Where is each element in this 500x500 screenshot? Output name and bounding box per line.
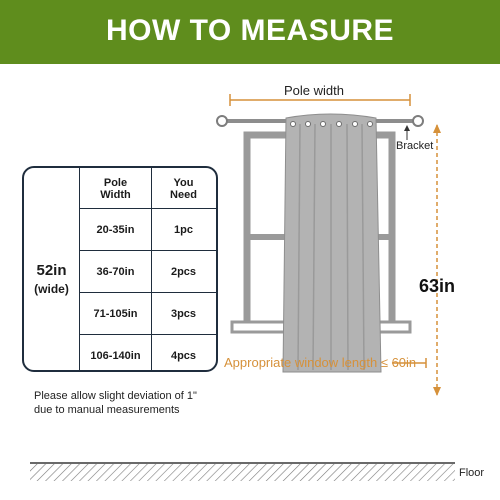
pole-width-cell: 106-140in xyxy=(90,350,141,362)
row-divider xyxy=(80,250,216,251)
quantity-cell: 3pcs xyxy=(170,308,197,320)
pole-width-column xyxy=(80,168,152,370)
curtain-height-label: 63in xyxy=(419,276,456,296)
quantity-cell: 1pc xyxy=(174,224,193,236)
measurement-note: Please allow slight deviation of 1" due … xyxy=(34,389,197,417)
curtain-width-value: 52in xyxy=(36,262,67,279)
header-pole-width: Pole Width xyxy=(80,177,151,201)
header-you-need: You Need xyxy=(151,177,216,201)
title-banner: HOW TO MEASURE xyxy=(0,0,500,64)
bracket-pointer xyxy=(404,125,410,140)
pole-width-label: Pole width xyxy=(284,83,344,98)
row-divider xyxy=(80,334,216,335)
header-you-need-line1: You xyxy=(173,177,194,189)
pole-width-cell: 20-35in xyxy=(96,224,135,236)
row-divider xyxy=(80,208,216,209)
pole-width-cell: 71-105in xyxy=(93,308,138,320)
floor xyxy=(30,462,455,481)
curtain-grommet xyxy=(336,121,342,127)
row-divider xyxy=(80,292,216,293)
curtain-panel xyxy=(282,113,382,373)
header-you-need-line2: Need xyxy=(170,189,197,201)
page-title: HOW TO MEASURE xyxy=(105,14,395,47)
curtain-grommet xyxy=(320,121,326,127)
pole-width-dimension xyxy=(229,94,411,106)
curtain-grommet xyxy=(352,121,358,127)
curtain-grommet xyxy=(367,121,373,127)
measurement-note-line2: due to manual measurements xyxy=(34,404,180,416)
header-pole-width-line2: Width xyxy=(100,189,131,201)
floor-label: Floor xyxy=(459,467,485,479)
window-length-dimension xyxy=(392,358,427,368)
pole-width-cell: 36-70in xyxy=(96,266,135,278)
rod-finial xyxy=(216,115,228,127)
curtain-grommet xyxy=(290,121,296,127)
rod-finial xyxy=(412,115,424,127)
quantity-cell: 4pcs xyxy=(170,350,197,362)
bracket-label: Bracket xyxy=(396,140,434,152)
quantity-cell: 2pcs xyxy=(170,266,197,278)
window-length-label: Appropriate window length ≤ 60in xyxy=(224,355,417,370)
curtain-grommet xyxy=(305,121,311,127)
size-table: 52in (wide) Pole Width You Need 20-35in … xyxy=(22,166,218,372)
measurement-note-line1: Please allow slight deviation of 1" xyxy=(34,390,197,402)
header-pole-width-line1: Pole xyxy=(103,177,128,189)
curtain-width-column: 52in (wide) xyxy=(24,168,80,370)
height-dimension xyxy=(433,124,441,396)
curtain-width-note: (wide) xyxy=(34,282,69,296)
